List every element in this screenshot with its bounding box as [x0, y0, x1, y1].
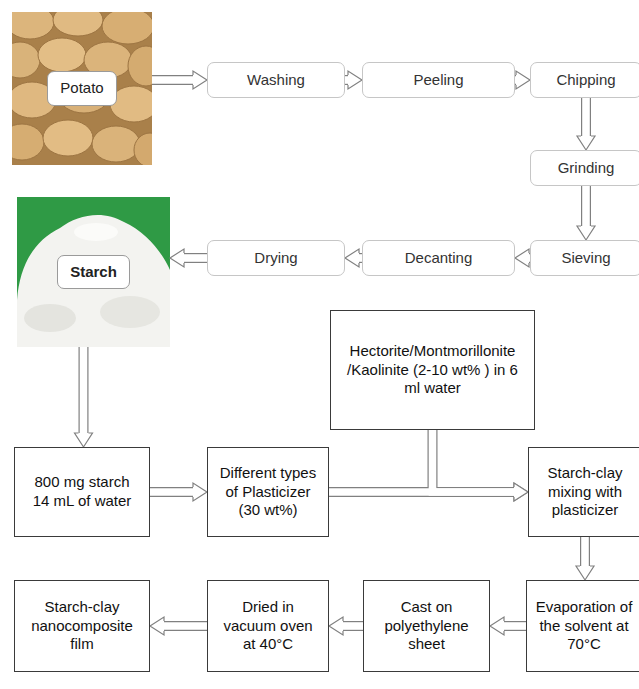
potato [38, 38, 86, 72]
block-arrow-outline [79, 347, 89, 433]
potato [134, 133, 152, 165]
input-box: Hectorite/Montmorillonite /Kaolinite (2-… [330, 310, 535, 430]
block-arrow-outline [343, 621, 363, 631]
potato [92, 126, 140, 162]
step-label: Cast on polyethylene sheet [381, 598, 473, 654]
block-arrow-fill [515, 76, 516, 84]
photo-ground [17, 197, 170, 347]
potato [12, 42, 40, 78]
arrow-head [577, 226, 595, 240]
starch-pile [17, 215, 170, 347]
block-arrow-fill [184, 254, 207, 262]
block-arrow-outline [150, 487, 193, 497]
arrow-head [576, 566, 594, 580]
block-arrow-outline [504, 621, 526, 631]
starch-shade [24, 304, 76, 332]
potato [128, 46, 152, 86]
process-box: Evaporation of the solvent at 70°C [526, 580, 639, 672]
block-arrow-outline [345, 75, 348, 85]
arrow-head [75, 433, 93, 447]
process-box: Grinding [530, 150, 639, 186]
starch-shade [74, 223, 118, 241]
step-label: Washing [247, 71, 305, 90]
block-arrow-fill [164, 622, 207, 630]
arrow-head [514, 483, 528, 501]
block-arrow-fill [504, 622, 526, 630]
photo-label-node: Potato [12, 12, 152, 165]
arrow-head [516, 71, 530, 89]
potato-photo [12, 12, 152, 165]
block-arrow-outline [580, 537, 590, 566]
step-label: Different types of Plasticizer (30 wt%) [214, 464, 322, 520]
process-box: Washing [207, 62, 345, 98]
step-label: Dried in vacuum oven at 40°C [221, 598, 316, 654]
step-label: Starch-clay mixing with plasticizer [538, 464, 633, 520]
potato [12, 124, 44, 160]
block-arrow-fill [150, 488, 193, 496]
photo-label: Potato [47, 71, 116, 106]
arrow-head [490, 617, 504, 635]
step-label: Starch-clay nanocomposite film [30, 598, 134, 654]
process-box: Dried in vacuum oven at 40°C [207, 580, 329, 672]
process-box: Chipping [530, 62, 639, 98]
step-label: Hectorite/Montmorillonite /Kaolinite (2-… [338, 342, 528, 398]
process-box: Cast on polyethylene sheet [363, 580, 490, 672]
block-arrow-fill [152, 76, 193, 84]
block-arrow-fill [80, 347, 88, 433]
arrow-head [150, 617, 164, 635]
arrow-head [577, 136, 595, 150]
arrow-head [345, 249, 359, 267]
block-arrow-fill [433, 430, 515, 492]
process-box: Sieving [530, 240, 639, 276]
arrow-head [193, 483, 207, 501]
starch-photo [17, 197, 170, 347]
step-label: Evaporation of the solvent at 70°C [533, 598, 635, 654]
block-arrow-outline [164, 621, 207, 631]
process-box: Different types of Plasticizer (30 wt%) [207, 447, 329, 537]
block-arrow-fill [345, 76, 348, 84]
process-box: Drying [207, 240, 345, 276]
process-box: Starch-clay mixing with plasticizer [528, 447, 639, 537]
photo-label: Starch [57, 255, 130, 290]
block-arrow-outline [184, 253, 207, 263]
block-arrow-fill [581, 537, 589, 566]
block-arrow-outline [515, 75, 516, 85]
block-arrow-fill [343, 622, 363, 630]
arrow-head [193, 71, 207, 89]
step-label: 800 mg starch 14 mL of water [28, 473, 136, 511]
output-box: Starch-clay nanocomposite film [14, 580, 150, 672]
step-label: Sieving [561, 249, 610, 268]
step-label: Chipping [556, 71, 615, 90]
process-box: 800 mg starch 14 mL of water [14, 447, 150, 537]
potato [102, 12, 152, 44]
arrow-head [170, 249, 184, 267]
arrow-head [348, 71, 362, 89]
block-arrow-outline [152, 75, 193, 85]
potato [12, 12, 54, 39]
block-arrow-fill [582, 98, 590, 136]
process-box: Peeling [362, 62, 515, 98]
arrow-head [514, 483, 528, 501]
step-label: Peeling [413, 71, 463, 90]
photo-label-node: Starch [17, 197, 170, 347]
arrow-head [329, 617, 343, 635]
block-arrow-outline [581, 98, 591, 136]
block-arrow-fill [582, 186, 590, 226]
arrow-head [515, 249, 529, 267]
potato [43, 120, 93, 156]
block-arrow-outline [433, 430, 515, 492]
starch-shade [100, 296, 160, 328]
step-label: Decanting [405, 249, 473, 268]
step-label: Grinding [558, 159, 615, 178]
block-arrow-outline [581, 186, 591, 226]
process-box: Decanting [362, 240, 515, 276]
potato [53, 12, 103, 36]
step-label: Drying [254, 249, 297, 268]
